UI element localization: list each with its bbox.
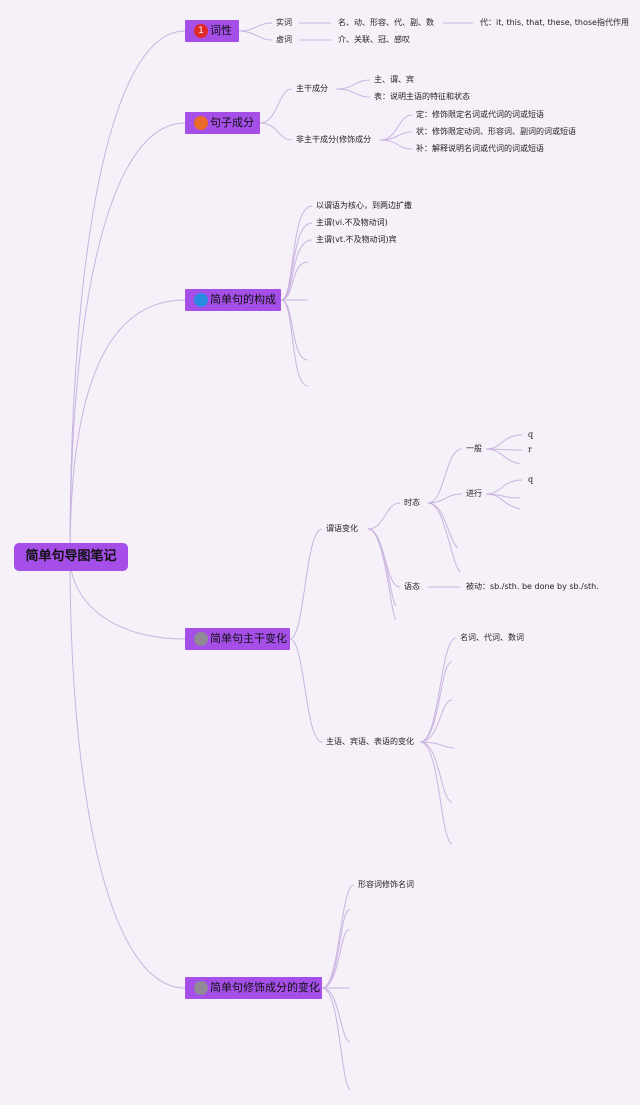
root-node[interactable]: 简单句导图笔记 — [14, 543, 128, 571]
priority-1-icon: 1 — [194, 24, 208, 38]
branch-label: 词性 — [210, 24, 232, 37]
topic-content-words[interactable]: 实词 — [276, 18, 292, 27]
topic-leaf-q[interactable]: q — [528, 430, 534, 439]
topic-leaf-r[interactable]: r — [528, 445, 532, 454]
topic-adverbial[interactable]: 状：修饰限定动词、形容词、副词的词或短语 — [416, 127, 576, 136]
branch-node-sentence-elements[interactable]: 句子成分 — [185, 112, 260, 134]
topic-noun-pronoun-numeral[interactable]: 名词、代词、数词 — [460, 633, 524, 642]
topic-trunk-elements[interactable]: 主干成分 — [296, 84, 328, 93]
branch-label: 简单句主干变化 — [210, 632, 287, 645]
topic-progressive-tense[interactable]: 进行 — [466, 489, 482, 498]
gray-circle-icon — [194, 632, 208, 646]
blue-circle-icon — [194, 293, 208, 307]
topic-passive-voice[interactable]: 被动：sb./sth. be done by sb./sth. — [466, 582, 599, 591]
topic-content-word-list[interactable]: 名、动、形容、代、副、数 — [338, 18, 434, 27]
branch-label: 简单句的构成 — [210, 293, 276, 306]
branch-label: 句子成分 — [210, 116, 254, 129]
topic-subject-object-change[interactable]: 主语、宾语、表语的变化 — [326, 737, 414, 746]
topic-sv[interactable]: 主谓(vi.不及物动词) — [316, 218, 388, 227]
topic-attributive[interactable]: 定：修饰限定名词或代词的词或短语 — [416, 110, 544, 119]
topic-modifier-elements[interactable]: 非主干成分(修饰成分 — [296, 135, 372, 144]
topic-predicate-core[interactable]: 以谓语为核心，到两边扩撒 — [316, 201, 412, 210]
branch-node-structure[interactable]: 简单句的构成 — [185, 289, 281, 311]
topic-predicate-change[interactable]: 谓语变化 — [326, 524, 358, 533]
topic-function-words[interactable]: 虚词 — [276, 35, 292, 44]
topic-pronoun-note[interactable]: 代：it, this, that, these, those指代作用 — [480, 18, 629, 27]
branch-node-modifier-changes[interactable]: 简单句修饰成分的变化 — [185, 977, 322, 999]
topic-simple-tense[interactable]: 一般 — [466, 444, 482, 453]
topic-predicative[interactable]: 表：说明主语的特征和状态 — [374, 92, 470, 101]
branch-node-word-class[interactable]: 1 词性 — [185, 20, 239, 42]
topic-leaf-q[interactable]: q — [528, 475, 534, 484]
topic-adjective-modifies-noun[interactable]: 形容词修饰名词 — [358, 880, 414, 889]
topic-voice[interactable]: 语态 — [404, 582, 420, 591]
branch-node-trunk-changes[interactable]: 简单句主干变化 — [185, 628, 290, 650]
topic-svo-structure[interactable]: 主谓(vt.不及物动词)宾 — [316, 235, 397, 244]
orange-circle-icon — [194, 116, 208, 130]
topic-function-word-list[interactable]: 介、关联、冠、感叹 — [338, 35, 410, 44]
gray-circle-icon — [194, 981, 208, 995]
topic-tense[interactable]: 时态 — [404, 498, 420, 507]
topic-svo[interactable]: 主、谓、宾 — [374, 75, 414, 84]
branch-label: 简单句修饰成分的变化 — [210, 981, 320, 994]
topic-complement[interactable]: 补：解释说明名词或代词的词或短语 — [416, 144, 544, 153]
